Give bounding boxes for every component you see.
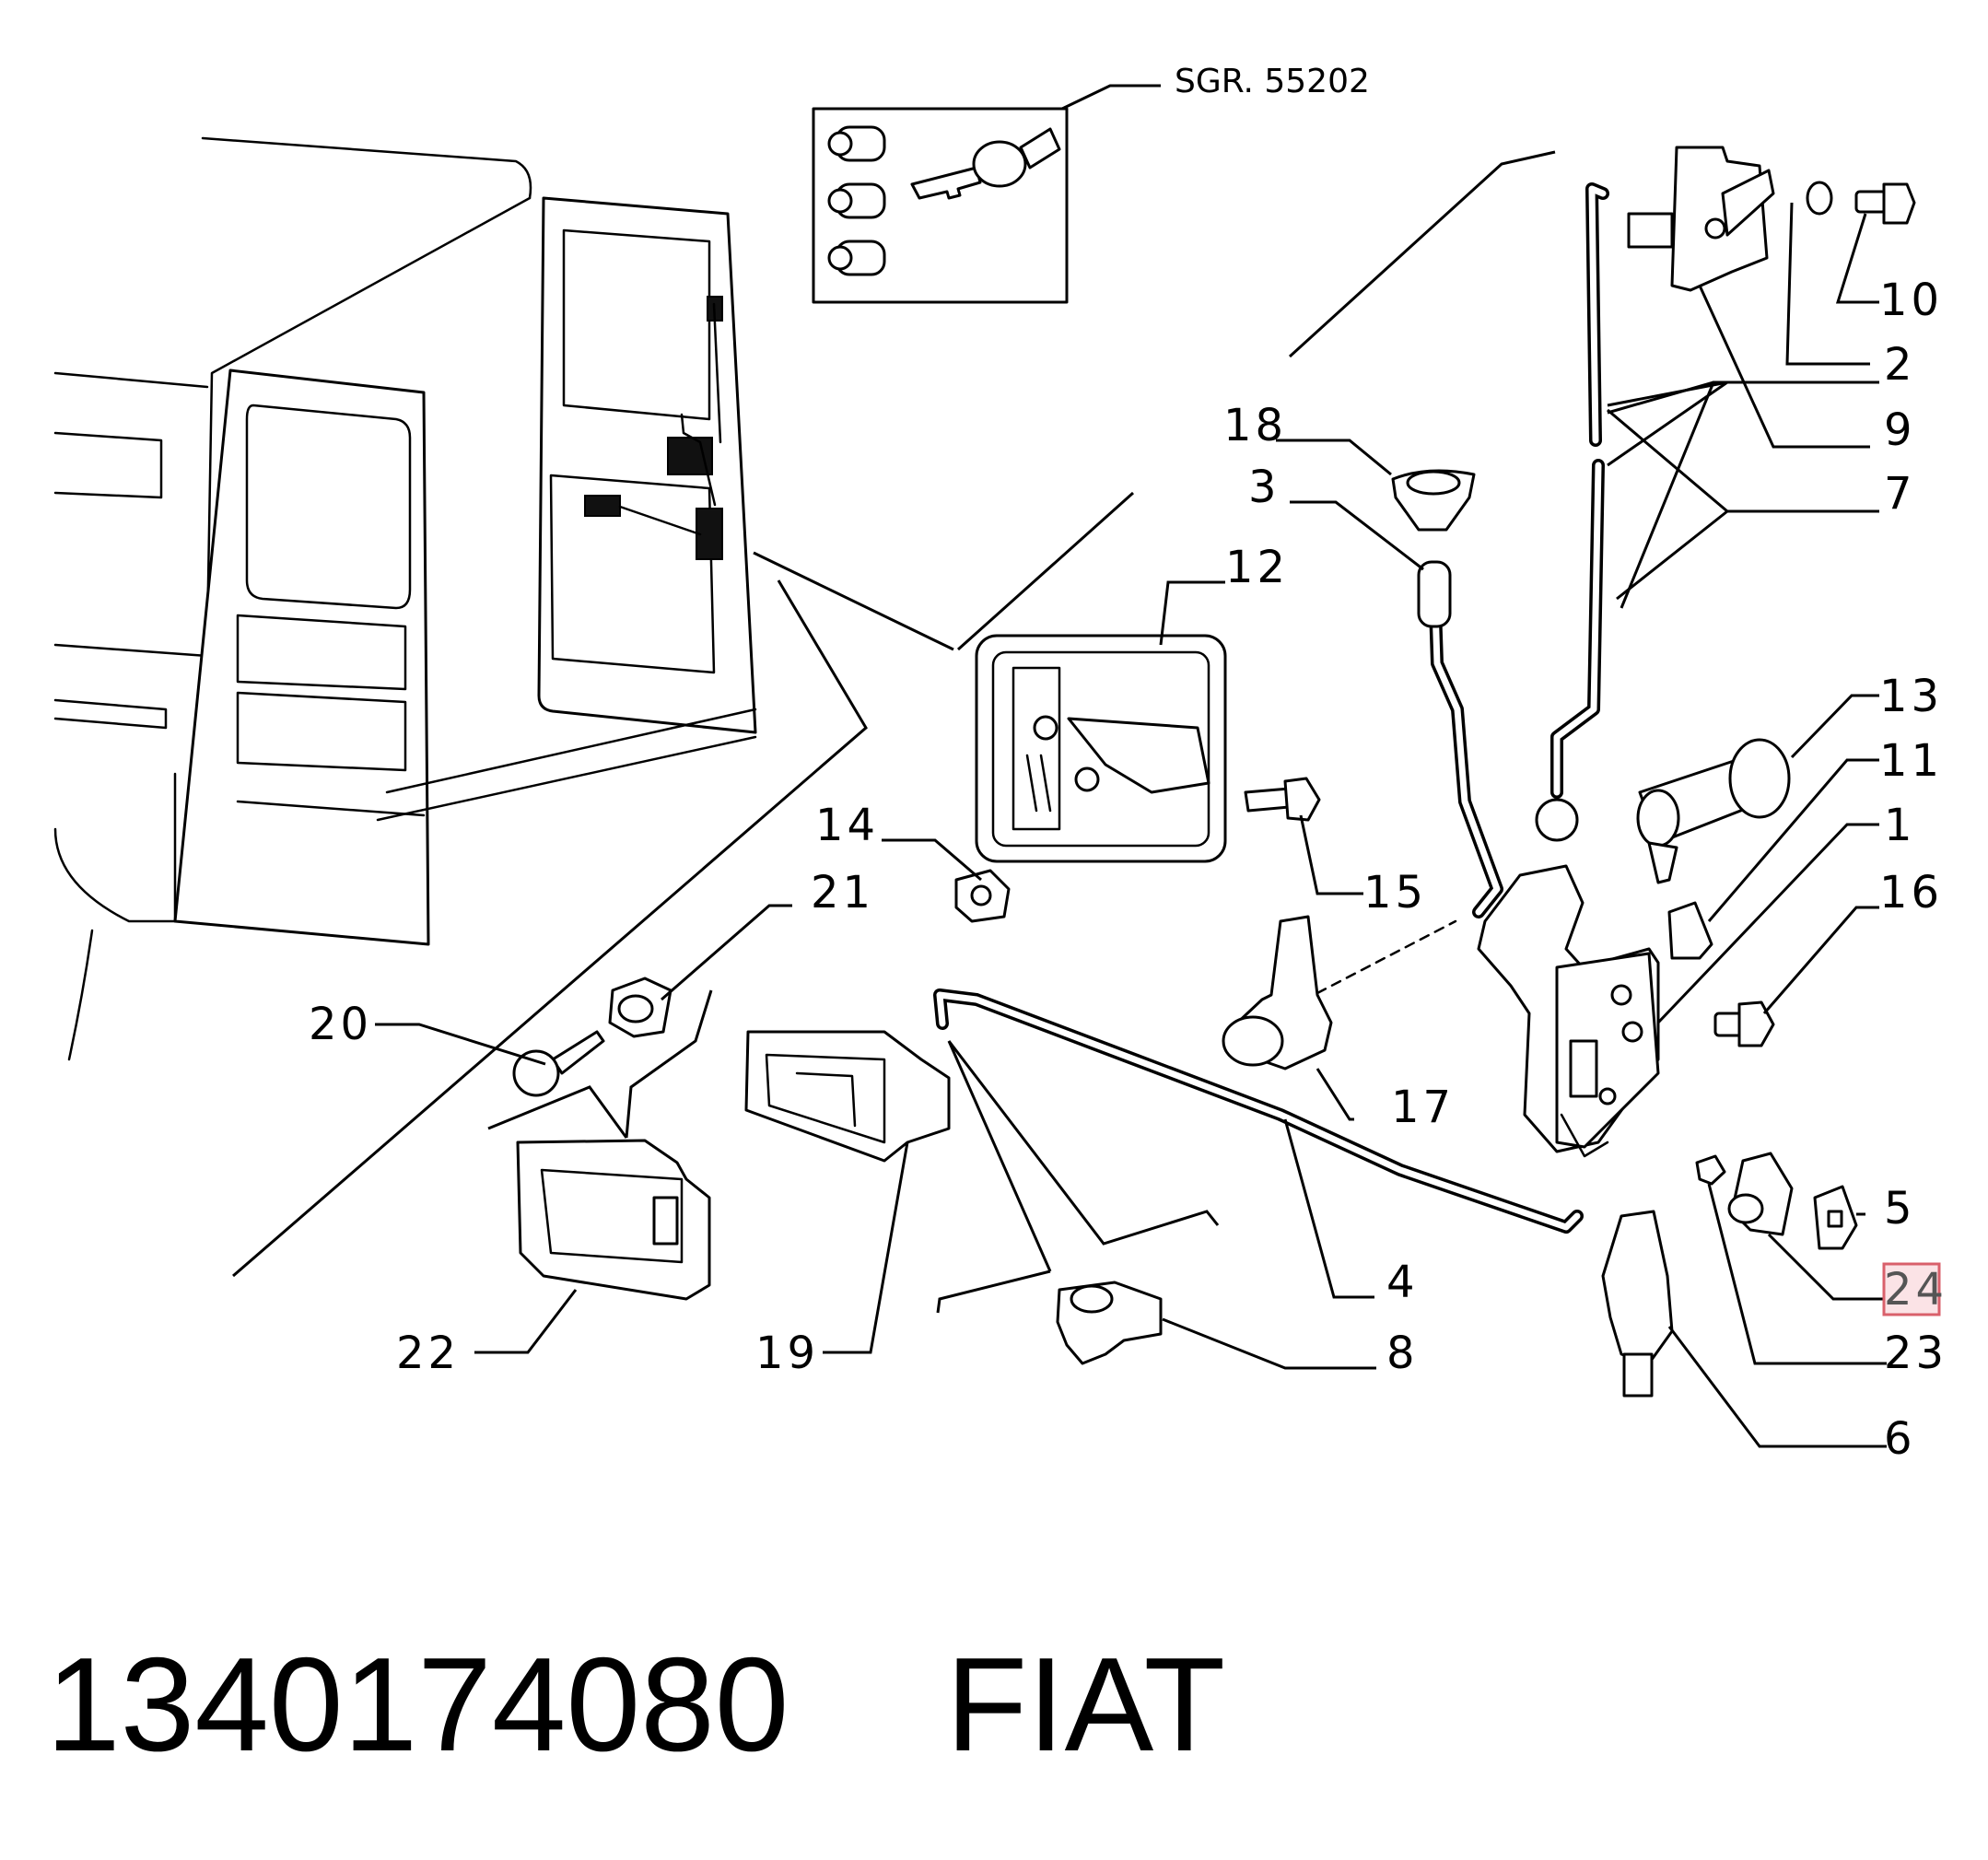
washer-2 — [1806, 181, 1833, 216]
callout-1: 1 — [1884, 800, 1916, 851]
callout-24-highlight — [1882, 1262, 1941, 1316]
callout-17: 17 — [1391, 1082, 1455, 1133]
callout-2: 2 — [1884, 339, 1916, 391]
actuator-6 — [1601, 1210, 1674, 1398]
lock-cylinders-icon — [827, 125, 886, 276]
callout-labels: 1 2 3 4 5 6 7 8 9 10 11 12 13 14 15 16 1… — [309, 275, 1947, 1465]
nut-14 — [954, 869, 1011, 923]
callout-19: 19 — [755, 1328, 819, 1379]
footer: 1340174080 FIAT — [46, 1631, 1225, 1778]
handle-plate-12 — [975, 634, 1227, 863]
bracket-11 — [1667, 901, 1713, 960]
guide-lines — [232, 150, 1556, 1314]
bolt-10 — [1854, 182, 1916, 225]
bolt-16 — [1713, 1000, 1775, 1047]
callout-24: 24 — [1884, 1264, 1947, 1316]
cap-21 — [608, 977, 672, 1038]
callout-10: 10 — [1879, 275, 1943, 326]
lock-cylinder-13 — [1636, 738, 1791, 884]
bracket-17 — [1222, 915, 1333, 1070]
callout-9: 9 — [1884, 404, 1916, 456]
dashed-connector — [1316, 919, 1457, 995]
cover-8 — [1056, 1281, 1163, 1365]
callout-22: 22 — [396, 1328, 460, 1379]
lock-mechanism-1 — [1477, 864, 1660, 1158]
screw-23 — [1695, 1154, 1726, 1186]
bracket-24 — [1727, 1152, 1794, 1236]
brand-name: FIAT — [945, 1630, 1226, 1779]
grommet-18 — [1391, 469, 1476, 532]
callout-5: 5 — [1884, 1183, 1916, 1234]
callout-11: 11 — [1879, 735, 1943, 787]
callout-7: 7 — [1884, 468, 1916, 520]
callout-8: 8 — [1386, 1328, 1419, 1379]
screw-15 — [1244, 777, 1321, 822]
part-number: 1340174080 — [46, 1630, 789, 1779]
callout-3: 3 — [1248, 462, 1281, 513]
screw-20 — [512, 1030, 605, 1097]
callout-6: 6 — [1884, 1413, 1916, 1465]
leader-lines — [375, 84, 1887, 1448]
group-reference: SGR. 55202 — [1175, 63, 1370, 100]
lock-cylinder-key-kit — [812, 107, 1069, 304]
callout-15: 15 — [1363, 867, 1427, 918]
rod-4 — [933, 988, 1584, 1234]
clip-5 — [1813, 1185, 1858, 1250]
callout-13: 13 — [1879, 671, 1943, 722]
callout-18: 18 — [1223, 400, 1287, 451]
key-icon — [910, 127, 1061, 200]
inner-handle-22 — [516, 1139, 711, 1301]
callout-12: 12 — [1225, 542, 1289, 593]
callout-20: 20 — [309, 999, 372, 1050]
rods-7 — [1535, 182, 1609, 842]
callout-4: 4 — [1386, 1257, 1419, 1308]
callout-23: 23 — [1884, 1328, 1947, 1379]
upper-latch-9 — [1627, 146, 1775, 292]
outer-handle-19 — [744, 1030, 951, 1163]
van-rear-illustration — [53, 136, 757, 1061]
callout-14: 14 — [815, 800, 879, 851]
rod-3 — [1417, 560, 1503, 918]
callout-21: 21 — [811, 867, 874, 918]
callout-16: 16 — [1879, 867, 1943, 918]
